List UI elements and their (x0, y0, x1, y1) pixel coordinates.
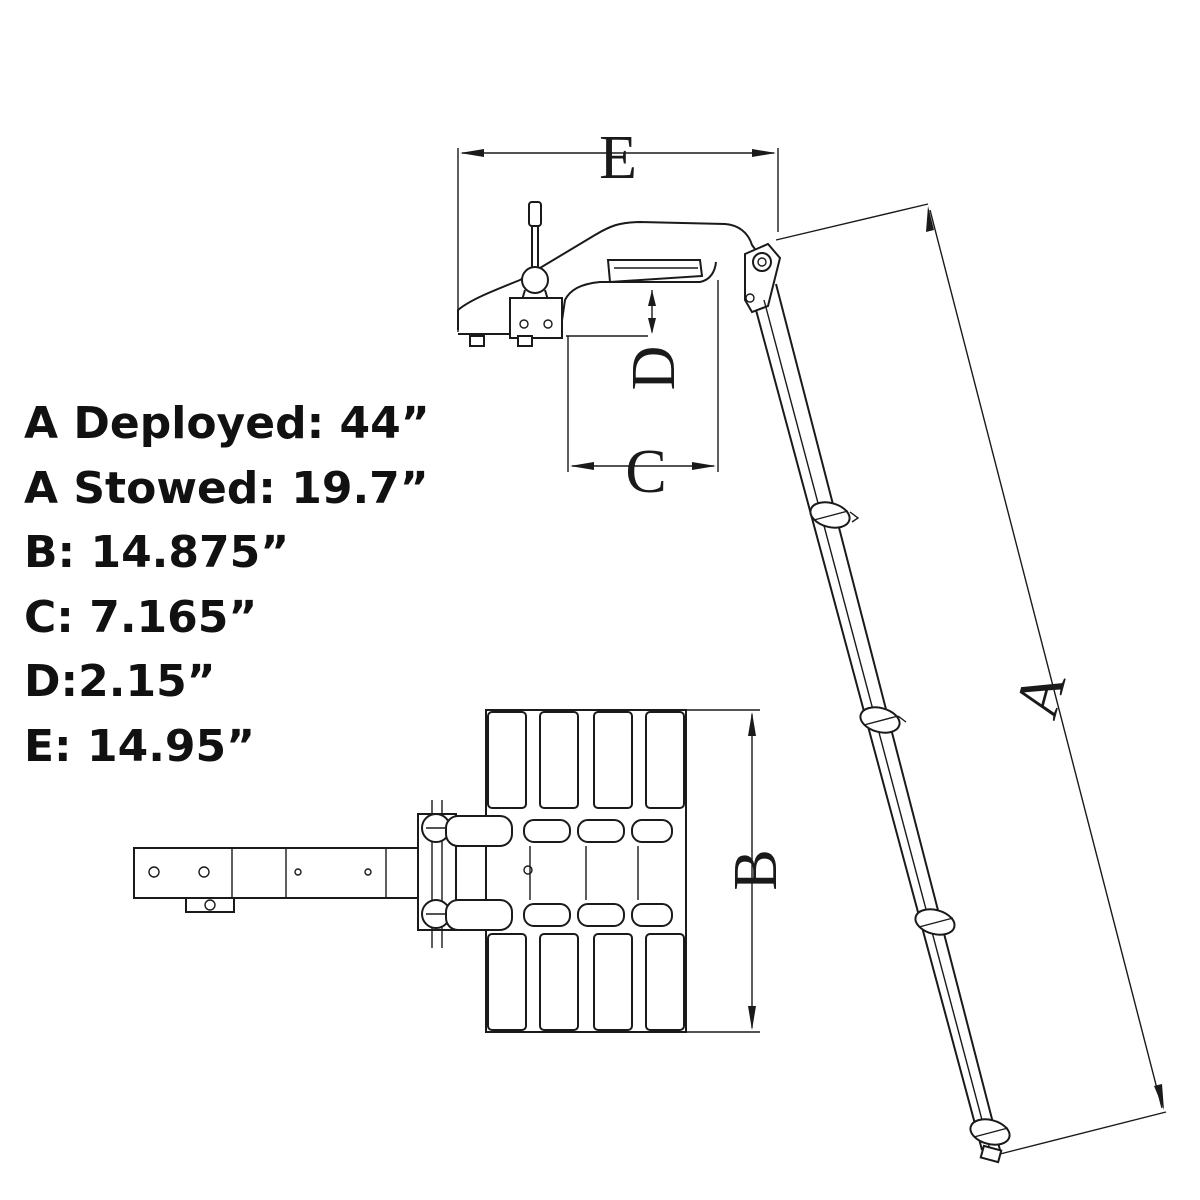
dimension-d: D (566, 290, 688, 390)
spec-list: A Deployed: 44” A Stowed: 19.7” B: 14.87… (24, 392, 430, 779)
label-b: B (722, 849, 790, 890)
side-view-bracket: E (457, 124, 782, 506)
label-c: C (625, 438, 666, 506)
label-a: A (1002, 664, 1079, 725)
spec-b: B: 14.875” (24, 527, 290, 578)
spec-a-deployed: A Deployed: 44” (24, 398, 430, 449)
top-view-stowed: B (133, 709, 790, 1033)
ladder-steps (445, 711, 685, 1031)
spec-c: C: 7.165” (24, 591, 258, 643)
ladder-rung-joints (809, 501, 1011, 1146)
spec-a-stowed: A Stowed: 19.7” (24, 462, 429, 514)
dimension-a: A (775, 203, 1167, 1155)
dimension-c: C (567, 280, 719, 506)
label-e: E (599, 124, 637, 192)
dimension-e: E (457, 124, 779, 332)
label-d: D (620, 346, 688, 391)
ladder-deployed (755, 283, 1011, 1164)
spec-d: D:2.15” (24, 656, 216, 707)
spec-e: E: 14.95” (24, 720, 256, 772)
dimension-b: B (686, 709, 790, 1033)
